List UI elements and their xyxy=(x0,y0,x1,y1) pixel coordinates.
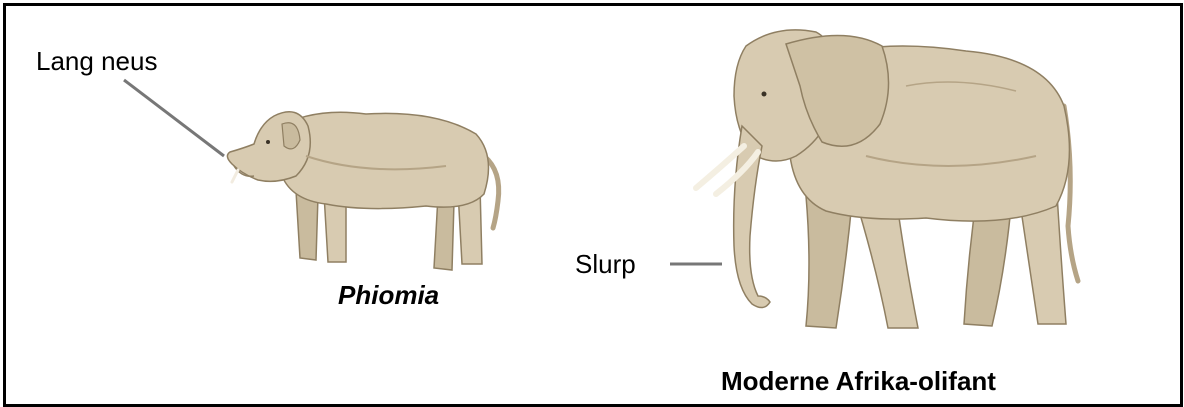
phiomia-illustration xyxy=(227,112,498,270)
modern-elephant-label: Moderne Afrika-olifant xyxy=(721,368,996,394)
long-nose-leader-line xyxy=(124,80,224,156)
phiomia-label: Phiomia xyxy=(338,282,439,308)
african-elephant-illustration xyxy=(696,30,1078,328)
long-nose-label: Lang neus xyxy=(36,48,157,74)
diagram-frame: Lang neus Phiomia Slurp Moderne Afrika-o… xyxy=(3,3,1183,407)
illustration-canvas xyxy=(6,6,1180,404)
trunk-label: Slurp xyxy=(575,251,636,277)
